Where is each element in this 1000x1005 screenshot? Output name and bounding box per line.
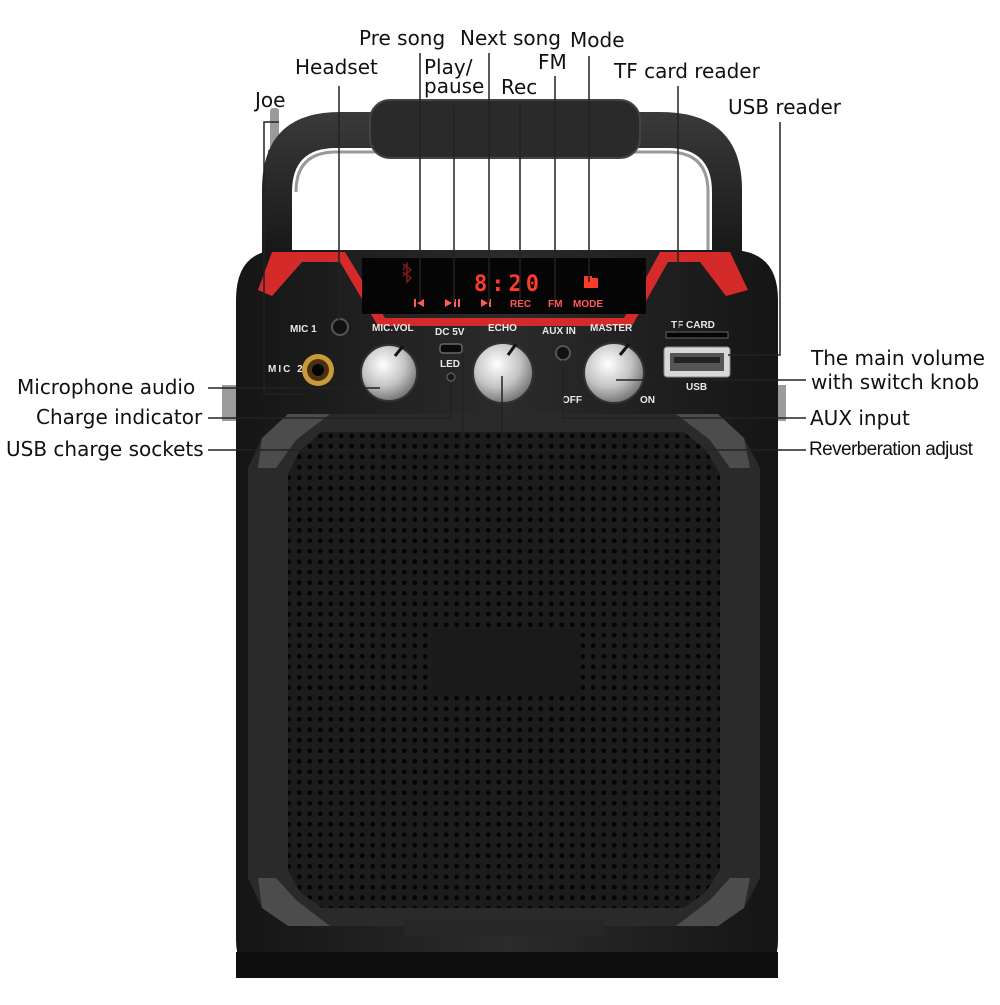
charge-indicator-leader: [208, 382, 452, 419]
on-label: ON: [640, 395, 655, 406]
next-track-icon[interactable]: [481, 299, 491, 307]
led-label: LED: [440, 359, 460, 370]
display-time: 8:20: [474, 272, 543, 297]
callout-fm: FM: [538, 50, 567, 74]
display-rec-button[interactable]: REC: [510, 299, 531, 310]
callout-pre-song: Pre song: [359, 26, 446, 50]
callout-main-volume-line2: with switch knob: [811, 370, 980, 394]
callout-headset: Headset: [295, 55, 378, 79]
joe-leader: [263, 121, 305, 395]
callout-reverberation-adjust: Reverberation adjust: [809, 439, 973, 460]
dc5v-socket[interactable]: [439, 343, 463, 354]
leader-lines: [208, 53, 806, 451]
callout-tf-card-reader: TF card reader: [614, 59, 760, 83]
led-display: 8:20 REC FM MODE: [402, 261, 603, 310]
charge-led: [446, 372, 456, 382]
bluetooth-icon: [402, 261, 413, 284]
callout-joe: Joe: [255, 88, 286, 112]
callout-aux-input: AUX input: [810, 406, 910, 430]
callout-main-volume-line1: The main volume: [811, 346, 985, 370]
usb-label: USB: [686, 382, 707, 393]
callout-next-song: Next song: [460, 26, 561, 50]
control-panel: MIC 1 MIC 2 MIC.VOL DC 5V LED ECHO AUX I…: [268, 318, 731, 406]
reverberation-leader: [501, 376, 806, 451]
off-label: OFF: [562, 395, 582, 406]
play-pause-icon[interactable]: [445, 299, 460, 307]
master-knob[interactable]: [583, 342, 645, 404]
callout-mode: Mode: [570, 28, 625, 52]
callout-play-pause-line1: Play/: [424, 55, 473, 79]
callout-microphone-audio: Microphone audio: [17, 375, 196, 399]
sd-card-icon: [584, 276, 598, 288]
aux-input-leader: [562, 360, 806, 419]
usb-reader-leader: [728, 122, 781, 356]
top-bezel: [258, 252, 748, 326]
usb-charge-leader: [208, 354, 464, 451]
master-label: MASTER: [590, 323, 633, 334]
carry-handle[interactable]: [262, 99, 742, 262]
display-fm-button[interactable]: FM: [548, 299, 562, 310]
mic-vol-knob[interactable]: [360, 344, 418, 402]
speaker-grille: [248, 414, 760, 936]
tf-card-label: TF CARD: [671, 320, 715, 331]
callout-charge-indicator: Charge indicator: [36, 405, 203, 429]
aux-in-jack[interactable]: [555, 345, 571, 361]
callout-usb-reader: USB reader: [728, 95, 841, 119]
aux-in-label: AUX IN: [542, 326, 576, 337]
mic2-label: MIC 2: [268, 364, 305, 375]
mic2-jack[interactable]: [302, 354, 334, 386]
mic-vol-label: MIC.VOL: [372, 323, 414, 334]
echo-knob[interactable]: [472, 342, 534, 404]
dc5v-label: DC 5V: [435, 327, 465, 338]
callout-play-pause-line2: pause: [424, 74, 485, 98]
display-mode-button[interactable]: MODE: [573, 299, 603, 310]
tf-card-slot[interactable]: [665, 331, 729, 339]
prev-track-icon[interactable]: [414, 299, 424, 307]
echo-label: ECHO: [488, 323, 517, 334]
mic1-jack[interactable]: [331, 318, 349, 336]
callout-rec: Rec: [501, 75, 538, 99]
usb-port[interactable]: [663, 346, 731, 378]
callout-usb-charge-sockets: USB charge sockets: [6, 437, 204, 461]
left-bracket: [222, 385, 236, 421]
mic1-label: MIC 1: [290, 324, 317, 335]
logo-plate: [432, 628, 580, 696]
